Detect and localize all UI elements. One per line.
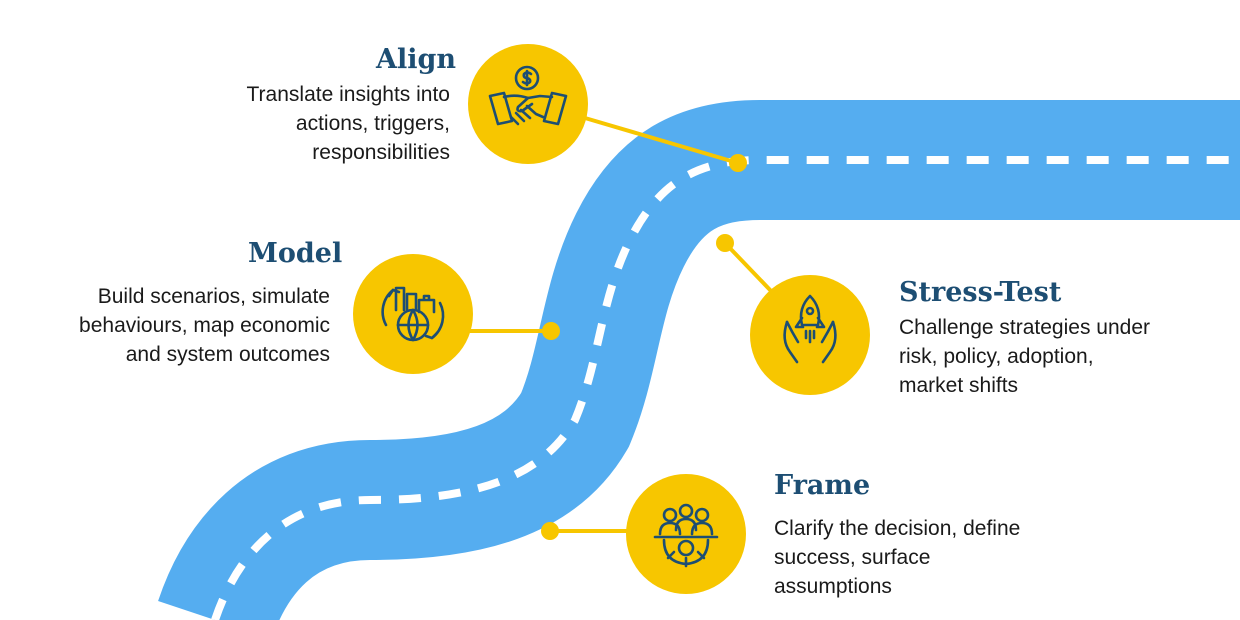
model-marker [353, 254, 473, 374]
stress-test-description-line: risk, policy, adoption, [899, 345, 1094, 368]
align-marker [468, 44, 588, 164]
handshake-dollar-icon [488, 65, 568, 126]
road-center-dashes [211, 156, 1240, 620]
stress-test-description-line: market shifts [899, 374, 1019, 397]
frame-marker [626, 474, 746, 594]
connector-frame [541, 522, 628, 540]
frame-title: Frame [774, 470, 871, 501]
city-globe-cycle-icon [381, 286, 445, 342]
align-description-line: Translate insights into [246, 83, 451, 106]
frame-description-line: success, surface [774, 546, 931, 569]
rocket-hands-icon [783, 294, 837, 364]
connector-align [584, 116, 747, 172]
model-description-line: and system outcomes [125, 343, 330, 366]
connector-stress-test [716, 234, 774, 294]
model-description-line: behaviours, map economic [79, 314, 330, 337]
frame-description-line: assumptions [774, 575, 892, 598]
stress-test-description-line: Challenge strategies under [899, 316, 1150, 339]
model-description: Build scenarios, simulate behaviours, ma… [30, 282, 330, 369]
align-title: Align [376, 44, 456, 75]
model-title: Model [248, 238, 343, 269]
stress-test-title: Stress-Test [899, 277, 1062, 308]
stress-test-description: Challenge strategies under risk, policy,… [899, 313, 1219, 400]
align-description: Translate insights into actions, trigger… [200, 80, 451, 167]
connector-model [470, 322, 560, 340]
team-gear-icon [653, 503, 719, 568]
align-description-line: responsibilities [312, 141, 450, 164]
frame-description-line: Clarify the decision, define [774, 517, 1021, 540]
model-description-line: Build scenarios, simulate [97, 285, 330, 308]
stress-test-marker [750, 275, 870, 395]
align-description-line: actions, triggers, [295, 112, 450, 135]
frame-description: Clarify the decision, define success, su… [774, 514, 1094, 601]
